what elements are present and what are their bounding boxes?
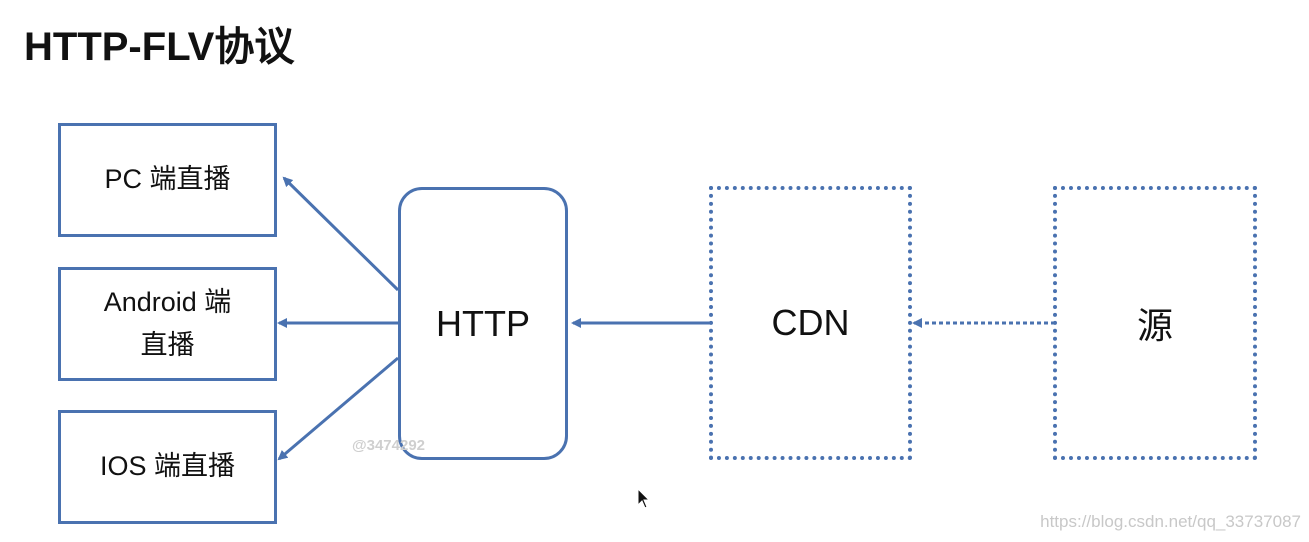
- page-title: HTTP-FLV协议: [24, 25, 295, 69]
- cdn-node: CDN: [709, 186, 912, 460]
- edge-http-to-pc: [282, 176, 400, 292]
- source-node: 源: [1053, 186, 1257, 460]
- cdn-label: CDN: [771, 302, 850, 343]
- ios-live-label: IOS 端直播: [99, 451, 235, 482]
- mouse-cursor-icon: [637, 488, 651, 509]
- edge-http-to-ios: [277, 356, 399, 461]
- pc-live-node: PC 端直播: [58, 123, 277, 237]
- android-live-label-line2: 直播: [140, 330, 195, 360]
- android-live-label-line1: Android 端: [103, 286, 232, 317]
- http-label: HTTP: [436, 302, 530, 344]
- watermark-center: @3474292: [352, 437, 426, 454]
- http-node: HTTP: [398, 187, 568, 460]
- pc-live-label: PC 端直播: [104, 164, 231, 195]
- source-label: 源: [1136, 305, 1173, 346]
- ios-live-node: IOS 端直播: [58, 410, 277, 524]
- watermark-url: https://blog.csdn.net/qq_33737087: [1040, 512, 1301, 531]
- android-live-node: Android 端 直播: [58, 267, 277, 381]
